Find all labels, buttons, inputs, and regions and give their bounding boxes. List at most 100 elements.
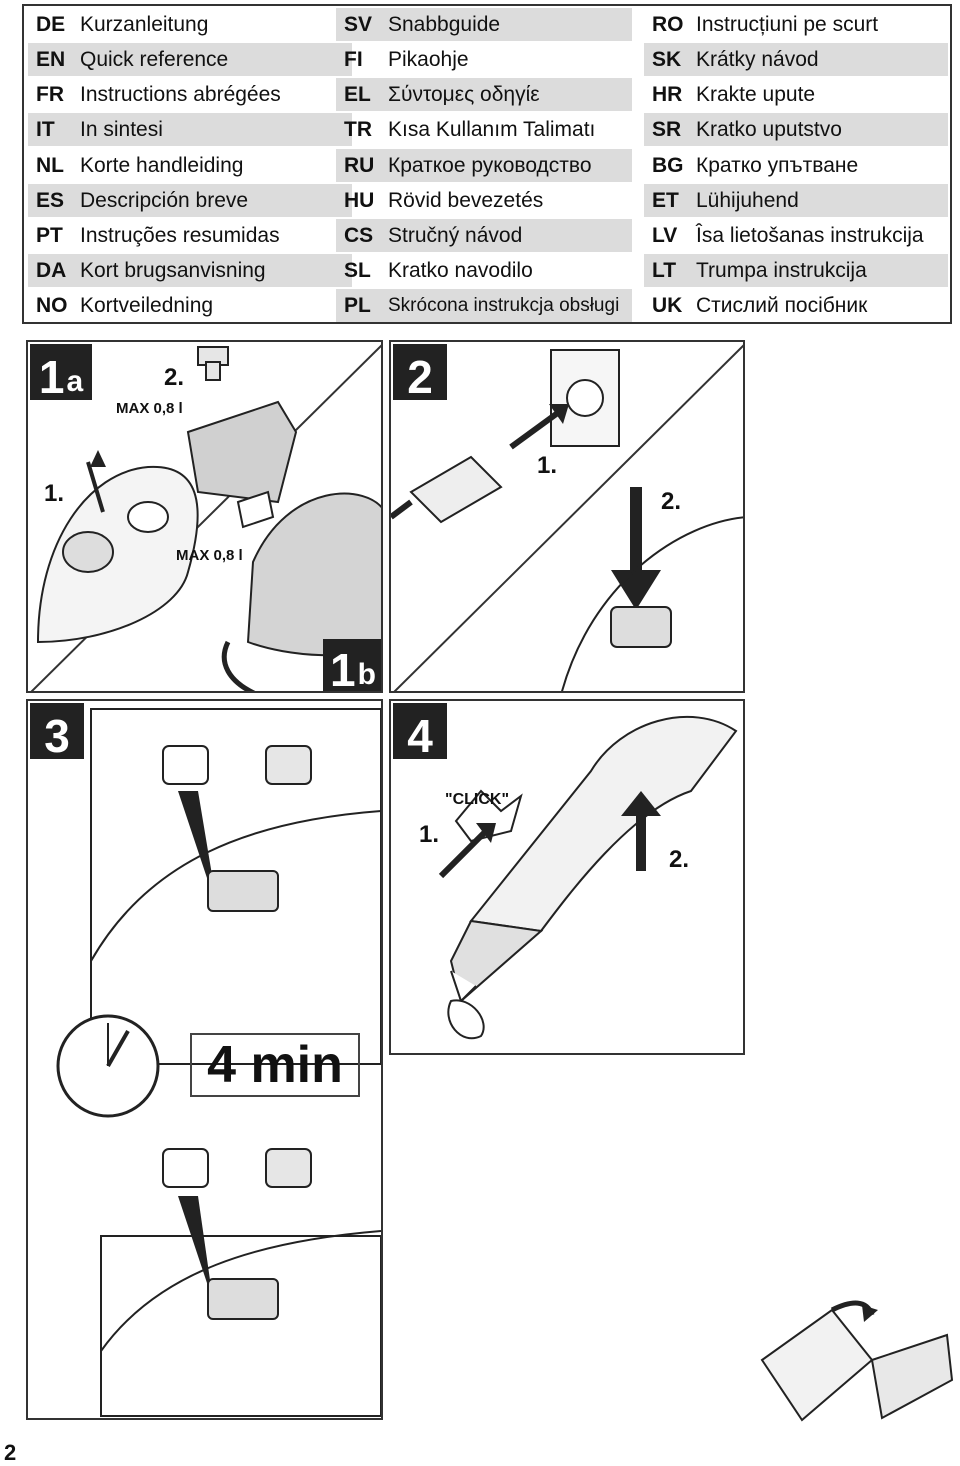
language-title: Kısa Kullanım Talimatı — [388, 117, 596, 141]
language-code: IT — [36, 117, 55, 141]
click-text: "CLICK" — [445, 791, 510, 808]
language-row: RO Instrucțiuni pe scurt — [644, 8, 948, 41]
language-row: SR Kratko uputstvo — [644, 113, 948, 146]
language-code: DE — [36, 12, 66, 36]
language-row: SK Krátky návod — [644, 43, 948, 76]
language-title: Instruções resumidas — [80, 223, 280, 247]
language-title: Kurzanleitung — [80, 12, 209, 36]
language-title: Snabbguide — [388, 12, 501, 36]
language-title: Stručný návod — [388, 223, 523, 247]
language-code: ES — [36, 188, 65, 212]
step-2-label-2: 2. — [661, 488, 682, 515]
language-title: Kort brugsanvisning — [80, 258, 266, 282]
brush-icon — [447, 999, 485, 1040]
language-code: TR — [344, 117, 372, 141]
language-title: Kratko uputstvo — [696, 117, 842, 141]
language-code: BG — [652, 153, 684, 177]
language-code: SR — [652, 117, 682, 141]
language-row: DE Kurzanleitung — [28, 8, 352, 41]
heating-lamp-icon — [162, 745, 209, 785]
language-title: Korte handleiding — [80, 153, 244, 177]
language-row: RU Краткое руководство — [336, 149, 632, 182]
language-code: FR — [36, 82, 64, 106]
language-title: Lühijuhend — [696, 188, 799, 212]
language-table: DE Kurzanleitung EN Quick reference FR Inst… — [22, 4, 952, 324]
language-code: FI — [344, 47, 363, 71]
max-fill-label-top: MAX 0,8 l — [116, 400, 183, 417]
max-fill-label-bottom: MAX 0,8 l — [176, 547, 243, 564]
language-row: EN Quick reference — [28, 43, 352, 76]
step-4-panel: 4 1. 2. "CLICK" — [389, 699, 745, 1055]
water-tap-icon — [265, 745, 312, 785]
language-code: CS — [344, 223, 374, 247]
step-1-label-1: 1. — [44, 480, 65, 507]
language-row: UK Стислий посібник — [644, 289, 948, 322]
step-4-badge: 4 — [393, 703, 447, 759]
water-tap-icon-2 — [265, 1148, 312, 1188]
click-burst-icon — [454, 789, 523, 843]
language-code: RO — [652, 12, 684, 36]
step-2-label-1: 1. — [537, 452, 558, 479]
step-1-label-2: 2. — [164, 364, 185, 391]
language-title: Descripción breve — [80, 188, 249, 212]
language-title: Skrócona instrukcja obsługi — [388, 294, 620, 316]
language-title: Krátky návod — [696, 47, 819, 71]
page-number: 2 — [4, 1440, 17, 1465]
step-2-badge: 2 — [393, 344, 447, 400]
language-code: LT — [652, 258, 677, 282]
language-title: Quick reference — [80, 47, 229, 71]
language-row: FR Instructions abrégées — [28, 78, 352, 111]
language-title: In sintesi — [80, 117, 163, 141]
language-title: Краткое руководство — [388, 153, 592, 177]
language-code: NL — [36, 153, 64, 177]
language-row: ES Descripción breve — [28, 184, 352, 217]
step-1b-suffix: b — [357, 658, 376, 691]
language-code: NO — [36, 293, 68, 317]
language-code: HU — [344, 188, 375, 212]
language-title: Pikaohje — [388, 47, 469, 71]
language-code: SK — [652, 47, 682, 71]
step-3-illustration — [56, 708, 381, 1417]
language-title: Кратко упътване — [696, 153, 859, 177]
heating-lamp-icon-2 — [162, 1148, 209, 1188]
language-code: EL — [344, 82, 371, 106]
language-row: IT In sintesi — [28, 113, 352, 146]
manual-booklet-icon — [760, 1300, 954, 1422]
language-row: NL Korte handleiding — [28, 149, 352, 182]
step-2-illustration — [391, 344, 743, 691]
step-4-label-2: 2. — [669, 846, 690, 873]
language-row: SV Snabbguide — [336, 8, 632, 41]
language-title: Стислий посібник — [696, 293, 868, 317]
language-title: Σύντομες οδηγίε — [388, 82, 540, 106]
language-code: UK — [652, 293, 683, 317]
language-title: Instructions abrégées — [80, 82, 281, 106]
language-code: ET — [652, 188, 679, 212]
step-1b-number: 1 — [330, 644, 356, 693]
language-row: HU Rövid bevezetés — [336, 184, 632, 217]
language-title: Instrucțiuni pe scurt — [696, 12, 879, 36]
language-code: PL — [344, 293, 371, 317]
language-title: Kortveiledning — [80, 293, 214, 317]
language-row: DA Kort brugsanvisning — [28, 254, 352, 287]
language-code: SV — [344, 12, 373, 36]
language-row: BG Кратко упътване — [644, 149, 948, 182]
language-title: Rövid bevezetés — [388, 188, 544, 212]
language-row: EL Σύντομες οδηγίε — [336, 78, 632, 111]
timer-display: 4 min — [190, 1033, 360, 1097]
language-title: Krakte upute — [696, 82, 816, 106]
language-row: NO Kortveiledning — [28, 289, 352, 322]
step-4-label-1: 1. — [419, 821, 440, 848]
language-code: EN — [36, 47, 66, 71]
step-3-badge: 3 — [30, 703, 84, 759]
language-code: RU — [344, 153, 375, 177]
language-code: DA — [36, 258, 67, 282]
language-row: ET Lühijuhend — [644, 184, 948, 217]
step-1a-number: 1 — [38, 351, 65, 403]
